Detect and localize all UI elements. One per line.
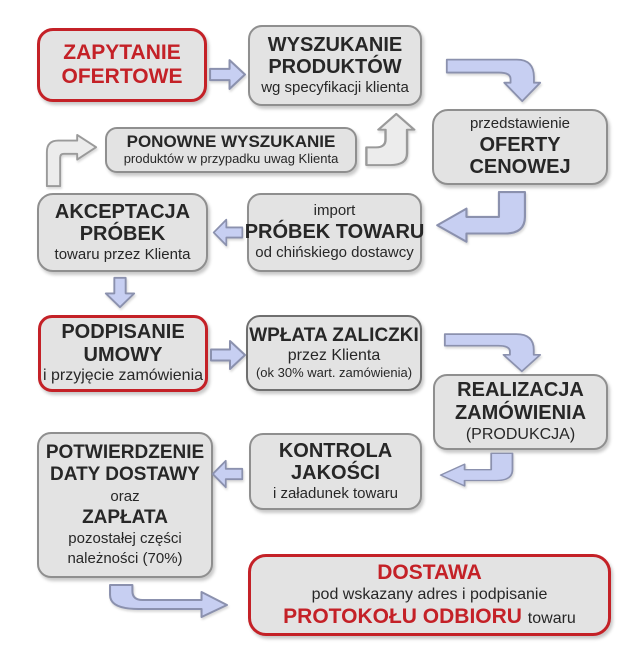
step-title: ZAPŁATA xyxy=(82,506,168,528)
step-title: UMOWY xyxy=(83,343,163,366)
step-wplata-zaliczki: WPŁATA ZALICZKI przez Klienta (ok 30% wa… xyxy=(246,315,422,391)
step-title: REALIZACJA xyxy=(457,379,584,402)
step-realizacja-zamowienia: REALIZACJA ZAMÓWIENIA (PRODUKCJA) xyxy=(433,374,608,450)
step-subtitle: wg specyfikacji klienta xyxy=(261,78,409,96)
arrow-elbow-left-icon xyxy=(438,452,524,490)
step-note: (ok 30% wart. zamówienia) xyxy=(255,365,413,381)
step-import-probek: import PRÓBEK TOWARU od chińskiego dosta… xyxy=(244,193,425,272)
arrow-left-icon xyxy=(212,216,244,249)
step-title-red: PROTOKOŁU ODBIORU xyxy=(283,605,522,629)
step-title: WYSZUKANIE xyxy=(267,33,403,56)
step-title-suffix: towaru xyxy=(527,610,576,628)
arrow-right-icon xyxy=(209,337,247,373)
step-subtitle: (PRODUKCJA) xyxy=(465,425,576,443)
step-title: KONTROLA xyxy=(278,439,393,462)
step-title: POTWIERDZENIE xyxy=(45,441,205,463)
arrow-right-icon xyxy=(208,56,247,93)
step-zapytanie-ofertowe: ZAPYTANIE OFERTOWE xyxy=(37,28,207,102)
step-subtitle: produktów w przypadku uwag Klienta xyxy=(123,151,339,167)
step-subtitle: przez Klienta xyxy=(287,347,381,365)
step-title: PRODUKTÓW xyxy=(268,56,402,79)
step-title: PRÓBEK TOWARU xyxy=(244,221,425,244)
step-oferta-cenowa: przedstawienie OFERTY CENOWEJ xyxy=(432,109,608,185)
step-dostawa: DOSTAWA pod wskazany adres i podpisanie … xyxy=(248,554,611,636)
step-connector-word: oraz xyxy=(110,488,140,506)
step-title: PODPISANIE xyxy=(61,320,185,343)
arrow-elbow-left-icon xyxy=(434,190,539,248)
step-podpisanie-umowy: PODPISANIE UMOWY i przyjęcie zamówienia xyxy=(38,315,208,392)
step-subtitle: import xyxy=(313,202,356,220)
step-wyszukanie-produktow: WYSZUKANIE PRODUKTÓW wg specyfikacji kli… xyxy=(248,25,422,106)
arrow-down-icon xyxy=(103,276,137,309)
step-title: OFERTOWE xyxy=(61,65,183,88)
step-subtitle: przedstawienie xyxy=(469,115,571,133)
arrow-left-icon xyxy=(211,457,244,491)
step-potwierdzenie-zaplata: POTWIERDZENIE DATY DOSTAWY oraz ZAPŁATA … xyxy=(37,432,213,578)
arrow-elbow-up-icon xyxy=(364,112,419,168)
step-title: AKCEPTACJA xyxy=(54,200,191,223)
step-title: ZAPYTANIE xyxy=(63,41,181,65)
step-subtitle: towaru przez Klienta xyxy=(54,245,191,263)
step-subtitle: pozostałej części xyxy=(68,530,182,548)
step-ponowne-wyszukanie: PONOWNE WYSZUKANIE produktów w przypadku… xyxy=(105,127,357,173)
step-title: ZAMÓWIENIA xyxy=(454,402,587,424)
step-title-mixed: PROTOKOŁU ODBIORU towaru xyxy=(283,605,576,629)
step-title: WPŁATA ZALICZKI xyxy=(249,324,419,346)
step-kontrola-jakosci: KONTROLA JAKOŚCI i załadunek towaru xyxy=(249,433,422,510)
step-title: DOSTAWA xyxy=(377,560,482,584)
step-title: PONOWNE WYSZUKANIE xyxy=(126,132,336,152)
step-title: CENOWEJ xyxy=(469,156,571,179)
step-akceptacja-probek: AKCEPTACJA PRÓBEK towaru przez Klienta xyxy=(37,193,208,272)
step-subtitle: i załadunek towaru xyxy=(272,484,399,502)
step-subtitle: od chińskiego dostawcy xyxy=(255,243,414,261)
step-title: DATY DOSTAWY xyxy=(50,464,200,486)
step-title: JAKOŚCI xyxy=(291,462,380,485)
arrow-elbow-down-icon xyxy=(445,55,542,103)
step-subtitle: pod wskazany adres i podpisanie xyxy=(311,585,548,603)
step-title: OFERTY xyxy=(479,133,561,156)
step-subtitle: należności (70%) xyxy=(67,549,183,567)
step-title: PRÓBEK xyxy=(79,223,166,246)
arrow-loop-up-right-icon xyxy=(45,133,98,188)
arrow-elbow-down-icon xyxy=(443,330,542,373)
arrow-elbow-right-icon xyxy=(108,583,230,618)
step-subtitle: i przyjęcie zamówienia xyxy=(42,367,204,385)
